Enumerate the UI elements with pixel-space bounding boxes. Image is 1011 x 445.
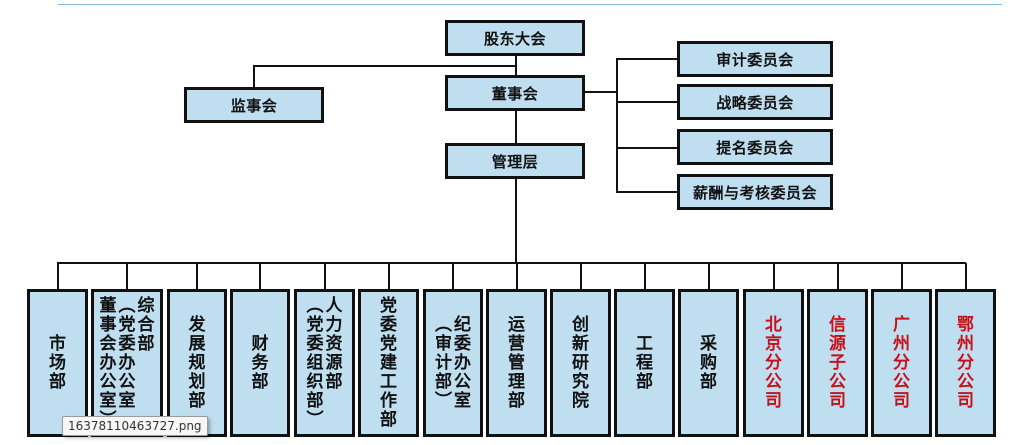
connector-management-departments xyxy=(515,177,517,263)
connector-department-bus xyxy=(57,262,966,264)
connector-supervisory-horizontal xyxy=(253,65,517,67)
department-label-column: 财务部 xyxy=(251,333,269,392)
branch-box[interactable]: 鄂州分公司 xyxy=(935,289,996,437)
department-label: 党委党建工作部 xyxy=(380,295,397,430)
branch-box[interactable]: 北京分公司 xyxy=(743,289,804,437)
department-label: 发展规划部 xyxy=(188,314,206,411)
supervisory-board-label: 监事会 xyxy=(230,96,278,115)
shareholders-meeting-label: 股东大会 xyxy=(483,29,546,48)
connector-committee-spine xyxy=(616,58,618,192)
committee-label: 提名委员会 xyxy=(716,138,794,157)
top-divider-line xyxy=(58,4,1002,5)
department-label-column: 鄂州分公司 xyxy=(957,314,974,411)
connector-department-stub xyxy=(452,263,454,290)
connector-department-stub xyxy=(580,263,582,290)
department-box[interactable]: 创新研究院 xyxy=(550,289,611,437)
nomination-committee-box[interactable]: 提名委员会 xyxy=(677,129,833,165)
department-label: 人力资源部︵党委组织部︶ xyxy=(306,295,343,430)
department-box[interactable]: 财务部 xyxy=(230,289,290,437)
connector-department-stub xyxy=(644,263,646,290)
connector-department-stub xyxy=(965,263,967,290)
connector-board-committees xyxy=(585,91,618,93)
management-label: 管理层 xyxy=(491,152,539,171)
branch-box[interactable]: 广州分公司 xyxy=(871,289,932,437)
connector-department-stub xyxy=(773,263,775,290)
committee-label: 审计委员会 xyxy=(716,50,794,69)
department-label-column: 采购部 xyxy=(700,333,717,392)
connector-board-management xyxy=(515,109,517,146)
connector-department-stub xyxy=(196,263,198,290)
connector-department-stub xyxy=(324,263,326,290)
branch-box[interactable]: 信源子公司 xyxy=(807,289,868,437)
department-label-column: 市场部 xyxy=(49,333,66,392)
department-label: 信源子公司 xyxy=(829,314,846,411)
department-label-column: 信源子公司 xyxy=(829,314,846,411)
department-label: 创新研究院 xyxy=(572,314,589,411)
connector-department-stub xyxy=(708,263,710,290)
connector-department-stub xyxy=(57,263,59,290)
department-label-column: 运营管理部 xyxy=(508,314,525,411)
remuneration-committee-box[interactable]: 薪酬与考核委员会 xyxy=(677,174,833,210)
department-label-column: 创新研究院 xyxy=(572,314,589,411)
connector-department-stub xyxy=(388,263,390,290)
department-label-column: 广州分公司 xyxy=(893,314,910,411)
supervisory-board-box[interactable]: 监事会 xyxy=(184,87,324,123)
department-label-column: ︵审计部︶ xyxy=(435,314,452,411)
department-label: 纪委办公室︵审计部︶ xyxy=(435,314,471,411)
connector-department-stub xyxy=(259,263,261,290)
department-label-column: 北京分公司 xyxy=(765,314,782,411)
filename-tooltip: 16378110463727.png xyxy=(62,416,208,436)
department-label: 财务部 xyxy=(251,333,269,392)
department-label-column: ︵党委办公室 xyxy=(118,295,136,411)
committee-label: 战略委员会 xyxy=(716,93,794,112)
department-label-column: 党委党建工作部 xyxy=(380,295,397,430)
department-box[interactable]: 运营管理部 xyxy=(486,289,547,437)
department-label: 北京分公司 xyxy=(765,314,782,411)
connector-committee-1 xyxy=(616,58,678,60)
connector-department-stub xyxy=(126,263,128,290)
connector-department-stub xyxy=(837,263,839,290)
department-label: 运营管理部 xyxy=(508,314,525,411)
committee-label: 薪酬与考核委员会 xyxy=(692,183,817,202)
audit-committee-box[interactable]: 审计委员会 xyxy=(677,41,833,77)
connector-department-stub xyxy=(516,263,518,290)
department-label: 采购部 xyxy=(700,333,717,392)
department-box[interactable]: 党委党建工作部 xyxy=(358,289,419,437)
connector-supervisory-vertical xyxy=(253,65,255,88)
shareholders-meeting-box[interactable]: 股东大会 xyxy=(445,20,585,56)
department-box[interactable]: 人力资源部︵党委组织部︶ xyxy=(294,289,355,437)
department-label-column: 综合部 xyxy=(137,295,155,354)
management-box[interactable]: 管理层 xyxy=(445,143,585,179)
connector-committee-4 xyxy=(616,191,678,193)
department-label: 广州分公司 xyxy=(893,314,910,411)
department-label-column: 人力资源部 xyxy=(325,295,343,392)
department-label: 鄂州分公司 xyxy=(957,314,974,411)
department-label-column: 发展规划部 xyxy=(188,314,206,411)
department-label: 市场部 xyxy=(49,333,66,392)
strategy-committee-box[interactable]: 战略委员会 xyxy=(677,84,833,120)
tooltip-filename: 16378110463727.png xyxy=(68,419,202,433)
connector-department-stub xyxy=(901,263,903,290)
department-label-column: 纪委办公室 xyxy=(454,314,471,411)
department-label: 工程部 xyxy=(636,333,653,392)
connector-committee-3 xyxy=(616,147,678,149)
department-box[interactable]: 纪委办公室︵审计部︶ xyxy=(423,289,483,437)
department-box[interactable]: 市场部 xyxy=(27,289,88,437)
department-label-column: 工程部 xyxy=(636,333,653,392)
department-box[interactable]: 工程部 xyxy=(614,289,675,437)
connector-committee-2 xyxy=(616,101,678,103)
department-box[interactable]: 采购部 xyxy=(678,289,739,437)
board-of-directors-label: 董事会 xyxy=(491,84,539,103)
board-of-directors-box[interactable]: 董事会 xyxy=(445,75,585,111)
department-box[interactable]: 发展规划部 xyxy=(167,289,227,437)
department-label-column: ︵党委组织部︶ xyxy=(306,295,324,430)
